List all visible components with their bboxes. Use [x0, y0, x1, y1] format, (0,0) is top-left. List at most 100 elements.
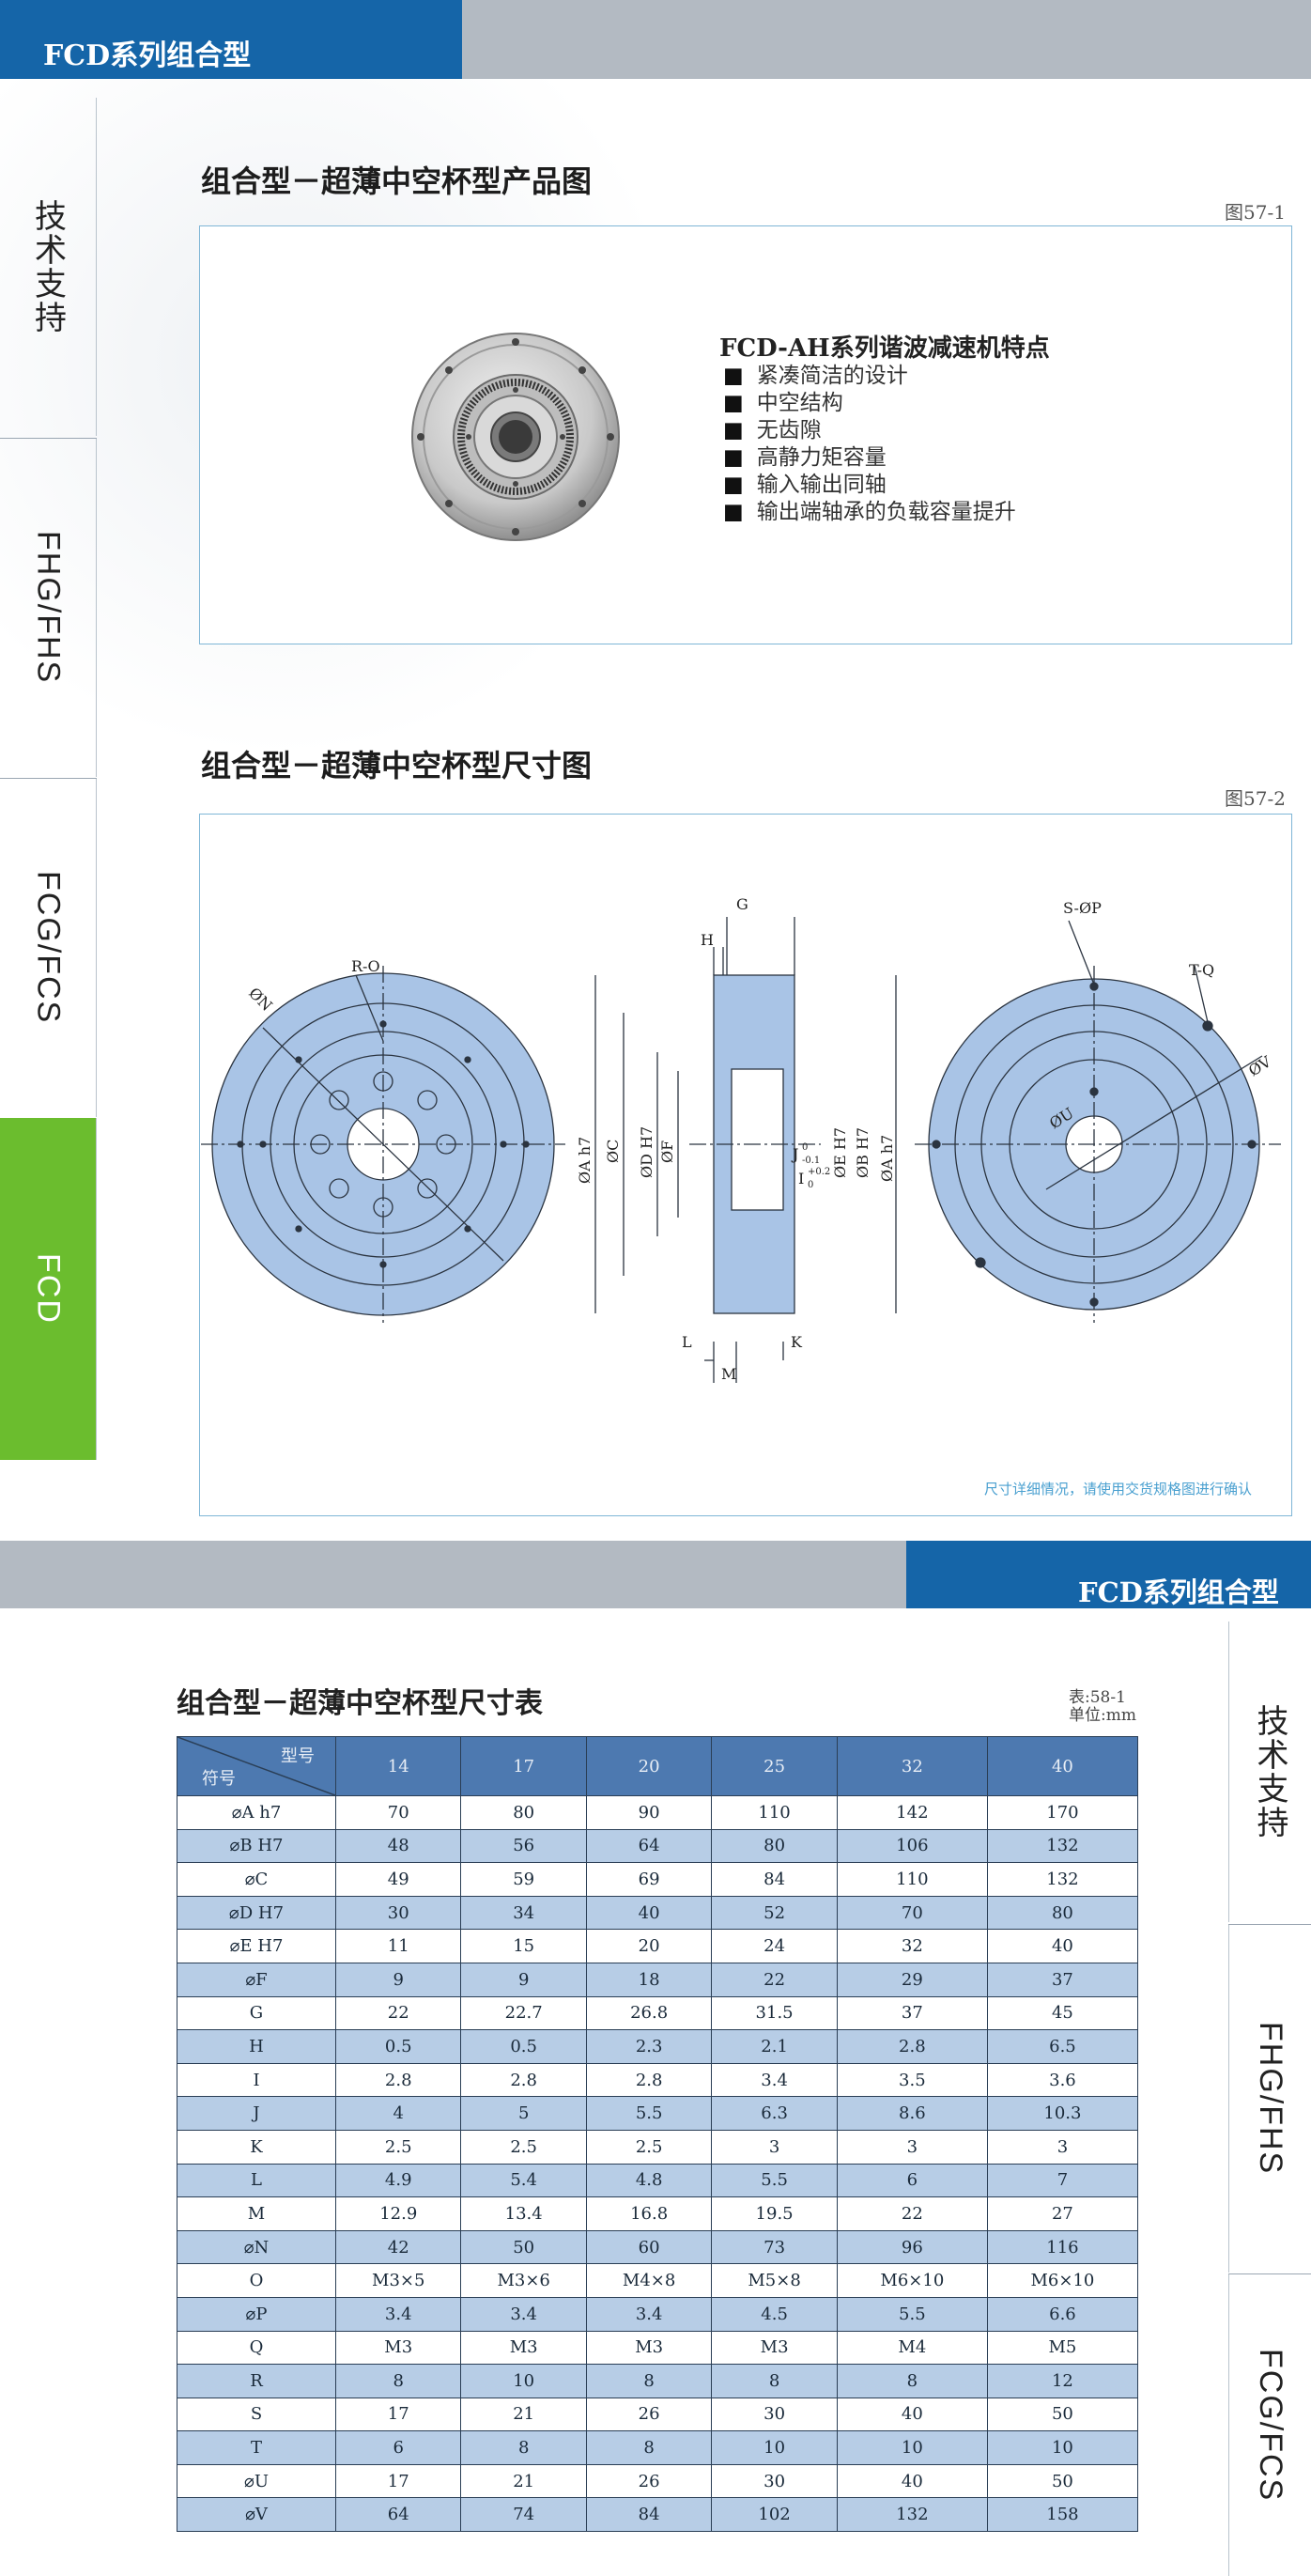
label-m: M [721, 1365, 736, 1383]
table-cell: 12.9 [334, 2196, 462, 2231]
table-cell: 24 [711, 1929, 838, 1963]
table-cell: M3 [711, 2330, 838, 2366]
row-label: R [177, 2364, 336, 2398]
header-bar [0, 0, 462, 79]
front-view [201, 966, 565, 1323]
table-cell: 2.5 [585, 2129, 713, 2165]
drawing-note: 尺寸详细情况，请使用交货规格图进行确认 [984, 1481, 1253, 1497]
nav-item-fhg-fhs[interactable]: FHG/FHS [1228, 1925, 1311, 2273]
product-image [411, 333, 620, 541]
label-i-tol-up: +0.2 [808, 1167, 830, 1177]
table-cell: 29 [836, 1962, 988, 1997]
table-cell: 8 [460, 2430, 587, 2465]
table-cell: 80 [986, 1895, 1139, 1931]
table-cell: 74 [460, 2497, 587, 2533]
label-v: ØV [1245, 1052, 1274, 1079]
table-cell: 110 [836, 1862, 988, 1897]
row-label: O [177, 2263, 336, 2298]
table-cell: M6×10 [986, 2263, 1139, 2298]
table-cell: 3 [986, 2129, 1139, 2165]
table-cell: 15 [460, 1929, 587, 1963]
table-cell: 3 [711, 2129, 838, 2165]
row-label: I [177, 2062, 336, 2098]
table-cell: M3 [334, 2330, 462, 2366]
column-header: 20 [585, 1736, 713, 1796]
row-label: S [177, 2397, 336, 2432]
label-tq: T-Q [1189, 961, 1214, 979]
table-cell: 3.4 [334, 2296, 462, 2332]
table-cell: 50 [460, 2229, 587, 2265]
table-cell: 110 [711, 1795, 838, 1830]
table-cell: 48 [334, 1828, 462, 1864]
nav-item-fcg-fcs[interactable]: FCG/FCS [1228, 2274, 1311, 2576]
figure-label: 图57-1 [1225, 201, 1286, 224]
table-cell: 2.5 [334, 2129, 462, 2165]
corner-diagonal [177, 1737, 335, 1795]
table-cell: 42 [334, 2229, 462, 2265]
nav-item-tech-support[interactable]: 技术支持 [0, 98, 97, 436]
table-cell: 3.4 [460, 2296, 587, 2332]
row-label: Q [177, 2330, 336, 2366]
table-cell: 7 [986, 2163, 1139, 2198]
label-f: ØF [658, 1141, 676, 1163]
table-cell: 2.3 [585, 2029, 713, 2064]
table-cell: 5.5 [836, 2296, 988, 2332]
label-c: ØC [604, 1140, 622, 1163]
table-cell: 26 [585, 2463, 713, 2499]
table-cell: 8 [836, 2364, 988, 2398]
table-title: 组合型－超薄中空杯型尺寸表 [177, 1687, 543, 1720]
table-cell: 40 [986, 1929, 1139, 1963]
nav-divider [0, 438, 97, 439]
table-cell: 5 [460, 2096, 587, 2131]
row-label: K [177, 2129, 336, 2165]
table-cell: 84 [585, 2497, 713, 2533]
nav-item-tech-support[interactable]: 技术支持 [1228, 1622, 1311, 1922]
label-i: I [798, 1170, 804, 1187]
nav-label: FCG/FCS [30, 871, 67, 1025]
table-cell: 20 [585, 1929, 713, 1963]
section-title-product: 组合型－超薄中空杯型产品图 [201, 163, 593, 199]
row-label: ⌀E H7 [177, 1929, 336, 1963]
table-cell: 4.8 [585, 2163, 713, 2198]
table-cell: 40 [585, 1895, 713, 1931]
table-cell: 4.5 [711, 2296, 838, 2332]
table-cell: 102 [711, 2497, 838, 2533]
table-cell: 69 [585, 1862, 713, 1897]
table-cell: 8 [711, 2364, 838, 2398]
rear-view [915, 920, 1281, 1323]
table-cell: 80 [711, 1828, 838, 1864]
table-cell: 30 [334, 1895, 462, 1931]
nav-item-fcd[interactable]: FCD [0, 1118, 97, 1460]
table-cell: 6.3 [711, 2096, 838, 2131]
table-cell: 21 [460, 2463, 587, 2499]
row-label: ⌀B H7 [177, 1828, 336, 1864]
header-title: FCD系列组合型 [43, 39, 252, 72]
feature-item: 紧凑简洁的设计 [723, 363, 1016, 390]
nav-item-fcg-fcs[interactable]: FCG/FCS [0, 779, 97, 1117]
nav-item-fhg-fhs[interactable]: FHG/FHS [0, 439, 97, 777]
figure-label: 图57-2 [1225, 787, 1286, 810]
table-cell: 0.5 [460, 2029, 587, 2064]
row-label: ⌀U [177, 2463, 336, 2499]
nav-divider [1228, 2273, 1311, 2274]
nav-label: FCD [30, 1253, 67, 1325]
table-cell: 3 [836, 2129, 988, 2165]
table-cell: 6.5 [986, 2029, 1139, 2064]
label-sp: S-ØP [1063, 899, 1102, 917]
table-cell: 30 [711, 2397, 838, 2432]
corner-model: 型号 [281, 1746, 315, 1766]
table-cell: 4.9 [334, 2163, 462, 2198]
